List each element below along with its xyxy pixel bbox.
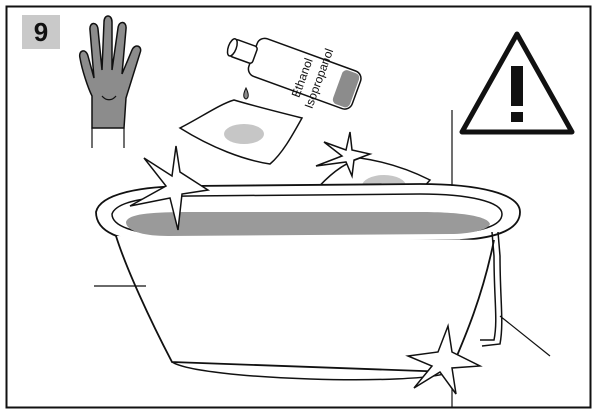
warning-triangle-icon bbox=[462, 34, 572, 132]
cleaning-cloth-icon bbox=[180, 100, 302, 164]
glove-icon bbox=[80, 16, 141, 148]
bathtub-icon bbox=[94, 110, 550, 408]
